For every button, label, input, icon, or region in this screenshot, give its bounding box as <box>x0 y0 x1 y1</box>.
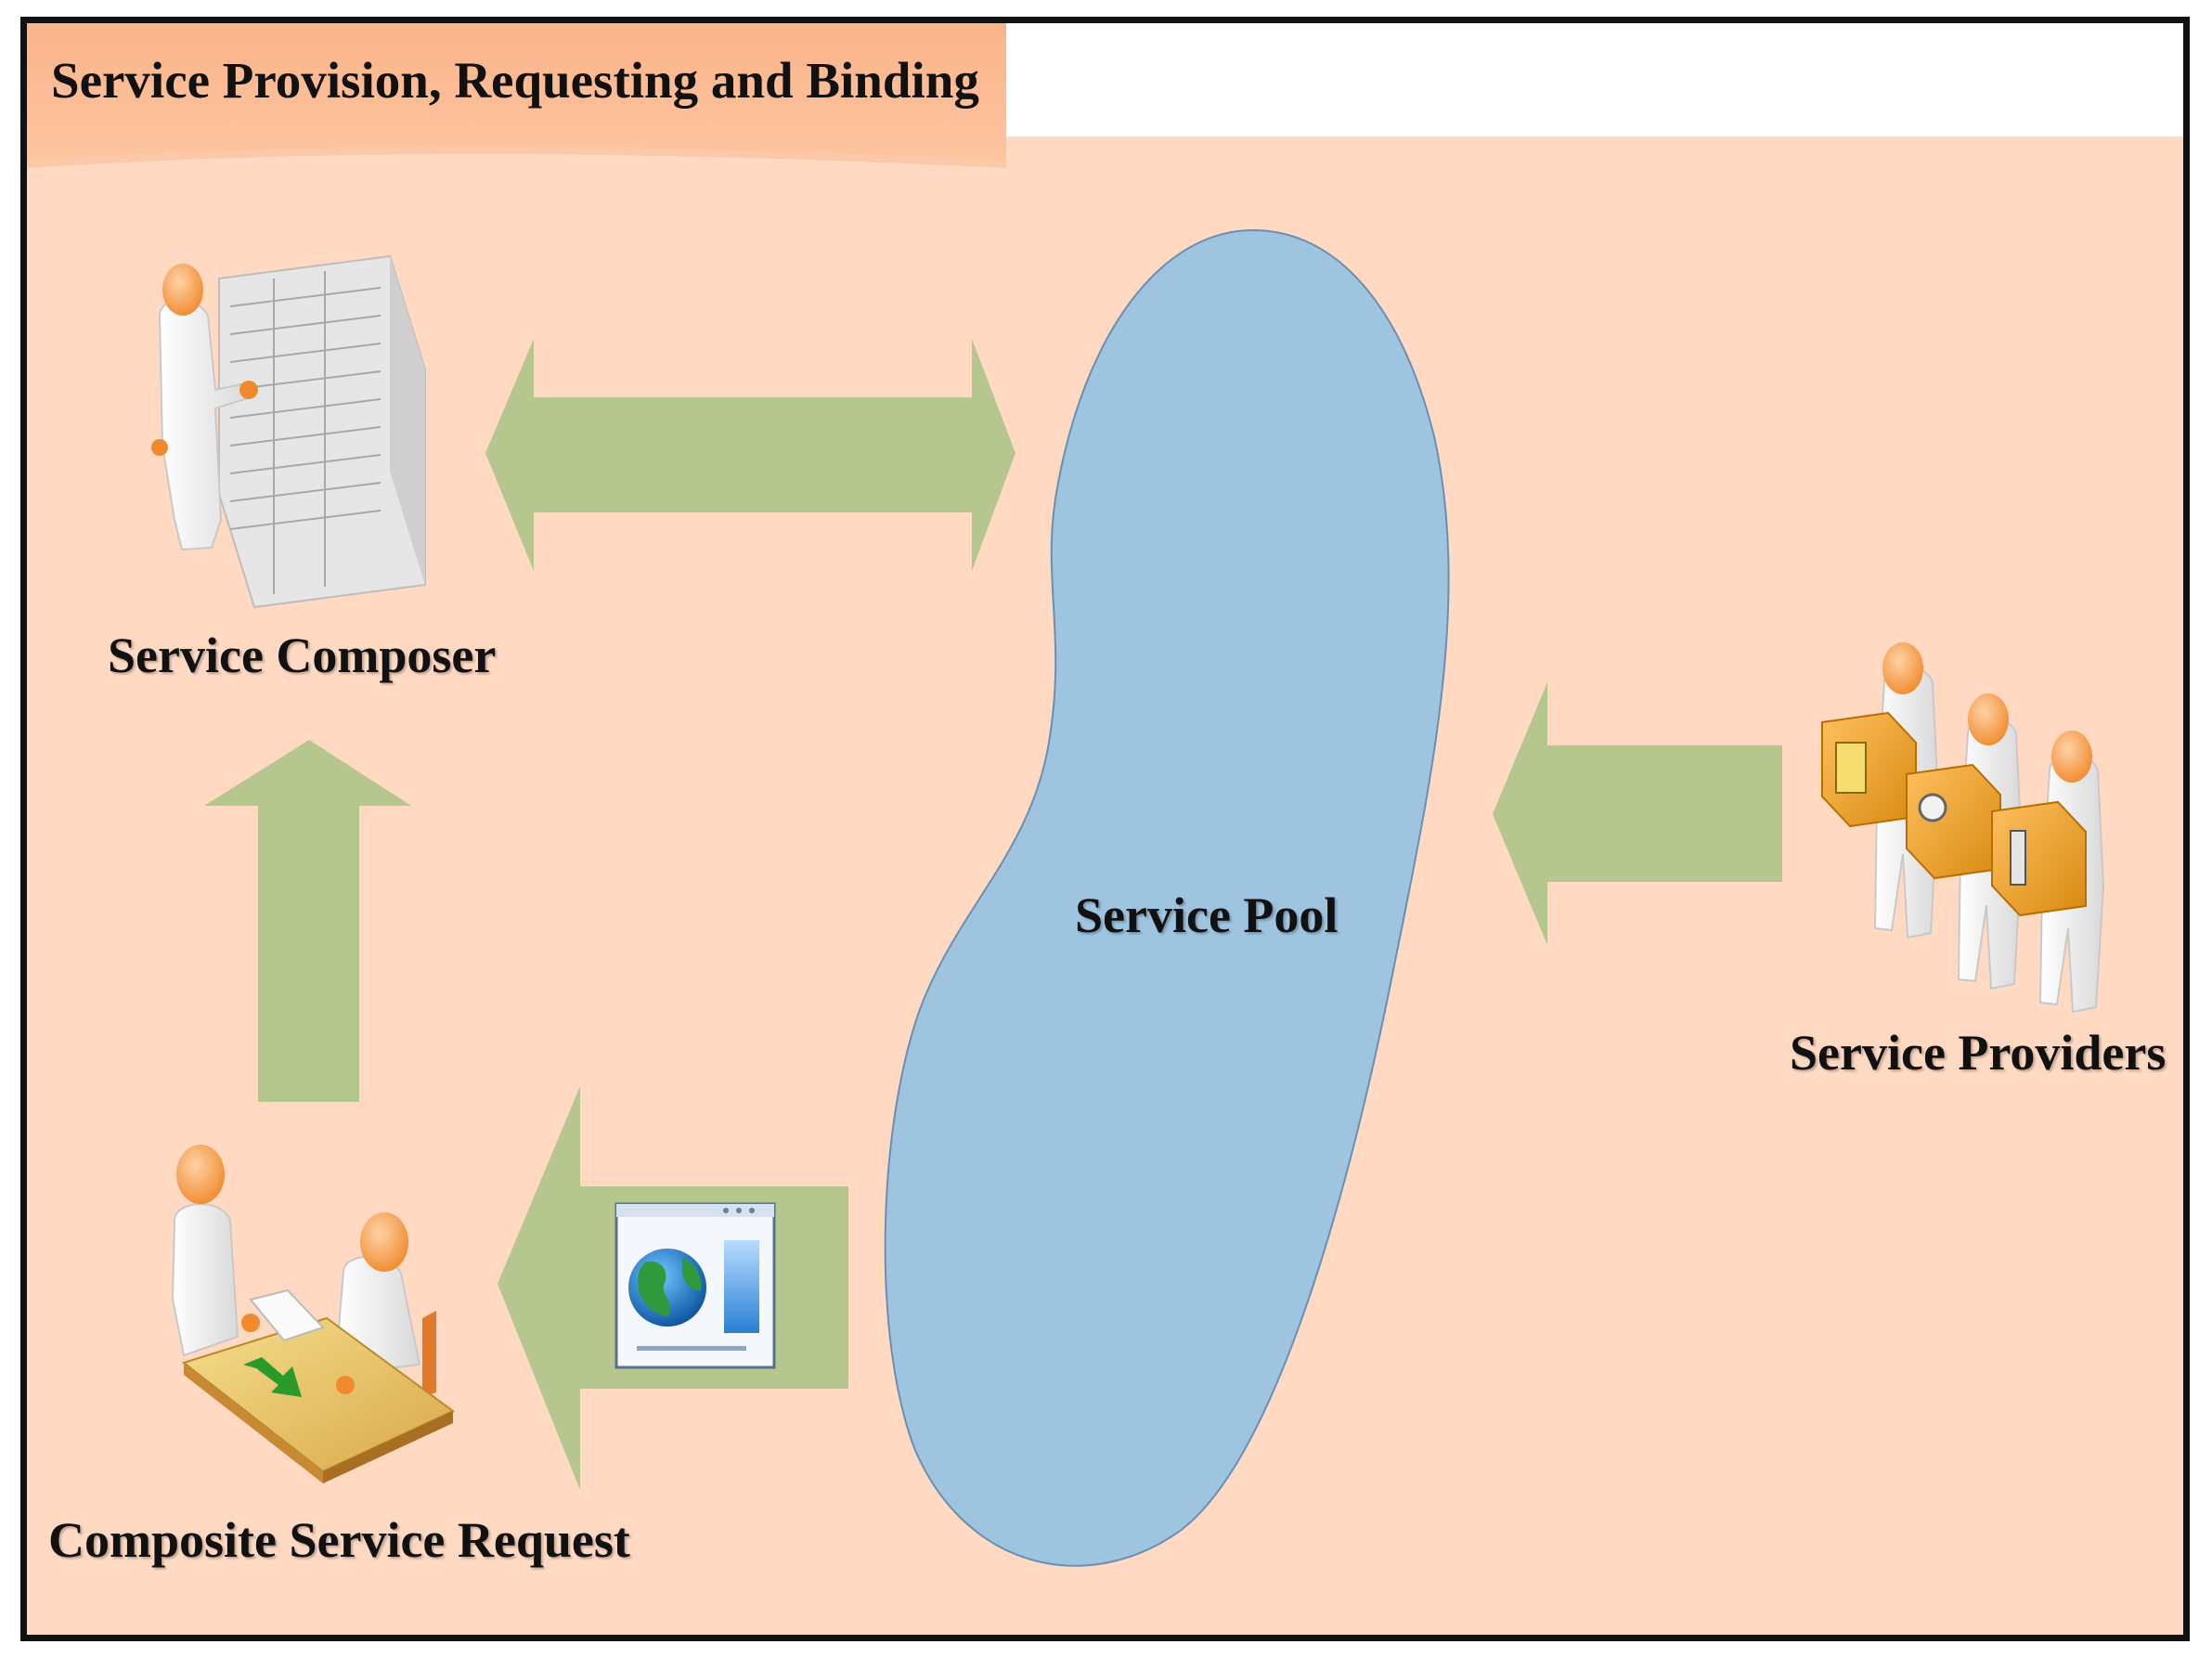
page-title: Service Provision, Requesting and Bindin… <box>51 52 979 109</box>
node-label-pool: Service Pool <box>1075 887 1339 943</box>
service-pool-shape <box>884 228 1450 1567</box>
composer-server-person-icon <box>151 254 426 609</box>
up-arrow-request-composer <box>204 740 411 1102</box>
double-arrow-composer-pool <box>485 339 1015 571</box>
node-label-providers: Service Providers <box>1790 1025 2167 1081</box>
node-label-request: Composite Service Request <box>48 1512 630 1568</box>
arrow-providers-pool <box>1493 682 1782 945</box>
meeting-desk-people-icon <box>171 1145 455 1483</box>
title-tab-wave <box>27 147 1006 201</box>
service-providers-people-icon <box>1821 642 2105 1014</box>
node-label-composer: Service Composer <box>108 628 497 683</box>
web-page-globe-icon <box>614 1202 776 1369</box>
